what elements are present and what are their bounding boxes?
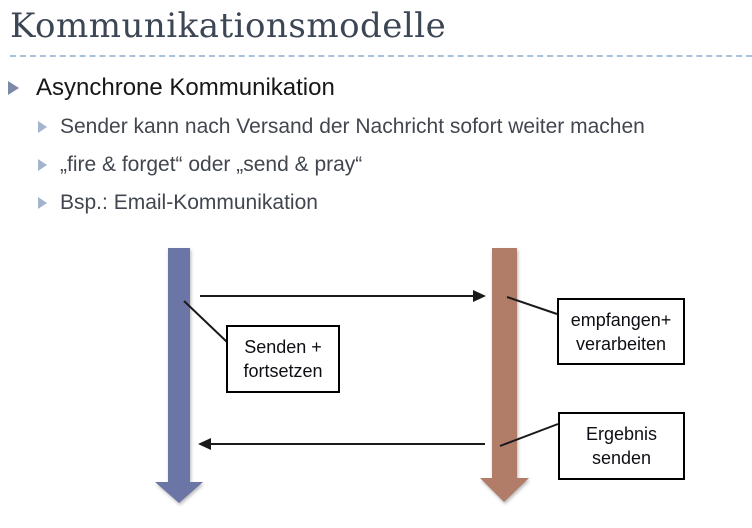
bullet-level2-text: Bsp.: Email-Kommunikation [60, 191, 318, 214]
message-arrowhead-icon [473, 290, 486, 302]
bullet-level2: Bsp.: Email-Kommunikation [38, 189, 752, 217]
return-arrowhead-icon [198, 438, 211, 450]
bullet-level2: Sender kann nach Versand der Nachricht s… [38, 113, 752, 141]
callout-line-result [499, 423, 559, 447]
bullet-triangle-icon [38, 197, 47, 209]
label-box-text: empfangen+ [570, 309, 672, 330]
callout-line-receive [506, 296, 558, 315]
bullet-triangle-icon [38, 159, 47, 171]
label-box-text: fortsetzen [243, 361, 323, 381]
label-box-text: Senden + [244, 337, 322, 357]
bullet-level2-text: „fire & forget“ oder „send & pray“ [60, 153, 363, 176]
bullet-level1-text: Asynchrone Kommunikation [36, 74, 335, 101]
label-box-receive: empfangen+ verarbeiten [557, 298, 685, 365]
bullet-level1: Asynchrone Kommunikation [8, 73, 752, 103]
bullet-triangle-icon [8, 81, 19, 95]
bullet-triangle-icon [38, 121, 47, 133]
bullet-level2-text: Sender kann nach Versand der Nachricht s… [60, 115, 645, 138]
bullet-list: Asynchrone Kommunikation Sender kann nac… [0, 73, 752, 217]
sender-lifeline-arrow [155, 248, 203, 503]
slide-title: Kommunikationsmodelle [10, 6, 447, 46]
label-box-text: senden [591, 448, 652, 468]
label-box-text: Ergebnis [585, 424, 658, 444]
title-underline [10, 55, 752, 57]
label-box-send: Senden + fortsetzen [226, 325, 340, 393]
callout-line-send [183, 300, 228, 343]
bullet-level2: „fire & forget“ oder „send & pray“ [38, 151, 752, 179]
label-box-text: verarbeiten [575, 333, 667, 354]
label-box-result: Ergebnis senden [558, 412, 685, 480]
receiver-lifeline-arrow [480, 248, 529, 502]
slide-header: Kommunikationsmodelle [0, 0, 752, 57]
